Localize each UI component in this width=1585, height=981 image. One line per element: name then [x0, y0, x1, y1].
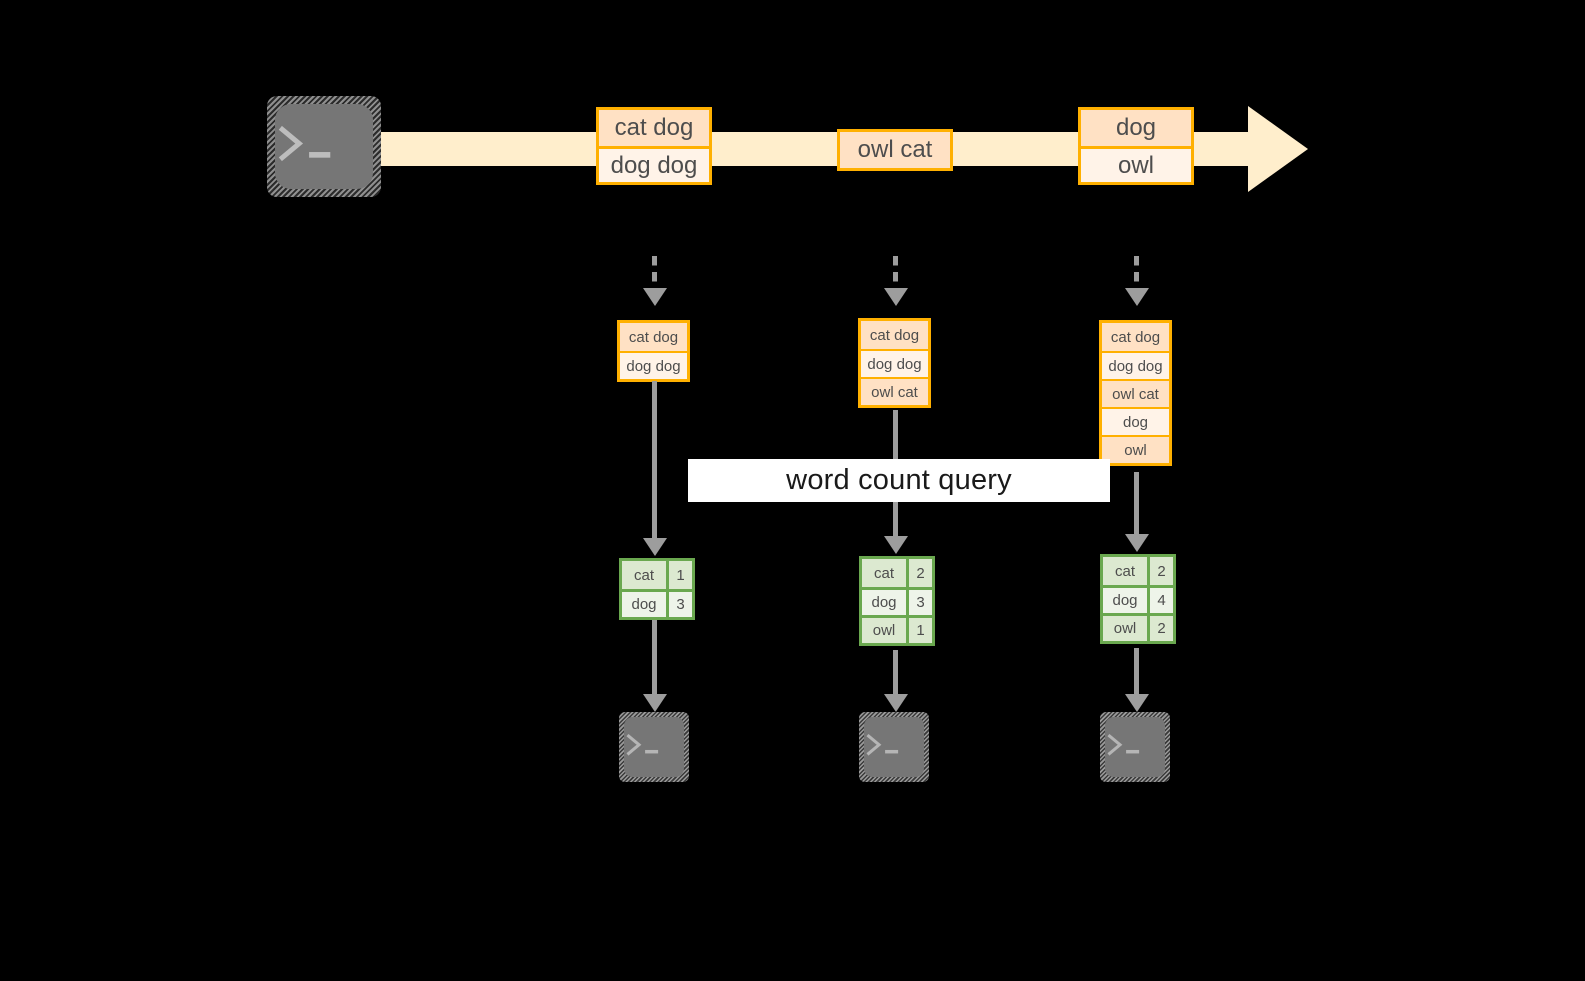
result-row: cat 2	[1103, 557, 1173, 585]
dashed-down-arrow-icon	[1134, 256, 1139, 290]
record-row: dog dog	[1102, 351, 1169, 379]
record-row: dog dog	[620, 351, 687, 379]
producer-terminal[interactable]	[267, 96, 381, 197]
result-count: 3	[666, 592, 692, 617]
query-label: word count query	[688, 459, 1110, 502]
consumer-terminal-3[interactable]	[1100, 712, 1170, 782]
result-row: cat 2	[862, 559, 932, 587]
result-word: dog	[622, 592, 666, 617]
stream-record: owl	[1081, 146, 1191, 182]
solid-connector-1	[652, 381, 657, 543]
result-word: dog	[862, 590, 906, 615]
snapshot-records-1[interactable]: cat dog dog dog	[617, 320, 690, 382]
result-row: dog 3	[862, 587, 932, 615]
result-count: 2	[1147, 557, 1173, 585]
snapshot-records-3[interactable]: cat dog dog dog owl cat dog owl	[1099, 320, 1172, 466]
record-row: owl cat	[861, 377, 928, 405]
stream-record: owl cat	[840, 132, 950, 168]
terminal-prompt-icon	[859, 712, 929, 782]
stream-record: dog dog	[599, 146, 709, 182]
record-row: cat dog	[620, 323, 687, 351]
result-table-3[interactable]: cat 2 dog 4 owl 2	[1100, 554, 1176, 644]
solid-arrow-head	[1125, 694, 1149, 712]
stream-record-group[interactable]: dog owl	[1078, 107, 1194, 185]
dashed-arrow-head	[1125, 288, 1149, 306]
stream-record: dog	[1081, 110, 1191, 146]
solid-connector-3	[1134, 472, 1139, 538]
result-word: owl	[862, 618, 906, 643]
result-count: 2	[906, 559, 932, 587]
result-count: 2	[1147, 616, 1173, 641]
result-word: cat	[1103, 557, 1147, 585]
solid-arrow-head	[643, 694, 667, 712]
solid-arrow-head	[643, 538, 667, 556]
solid-connector-out-2	[893, 650, 898, 698]
terminal-prompt-icon	[1100, 712, 1170, 782]
result-row: dog 3	[622, 589, 692, 617]
stream-record: cat dog	[599, 110, 709, 146]
dashed-arrow-head	[884, 288, 908, 306]
result-word: dog	[1103, 588, 1147, 613]
consumer-terminal-2[interactable]	[859, 712, 929, 782]
record-row: cat dog	[1102, 323, 1169, 351]
terminal-prompt-icon	[619, 712, 689, 782]
result-word: owl	[1103, 616, 1147, 641]
stream-arrow-head	[1248, 106, 1308, 192]
record-row: dog	[1102, 407, 1169, 435]
snapshot-records-2[interactable]: cat dog dog dog owl cat	[858, 318, 931, 408]
dashed-down-arrow-icon	[893, 256, 898, 290]
result-row: owl 2	[1103, 613, 1173, 641]
stream-record-group[interactable]: owl cat	[837, 129, 953, 171]
dashed-arrow-head	[643, 288, 667, 306]
record-row: dog dog	[861, 349, 928, 377]
solid-arrow-head	[1125, 534, 1149, 552]
solid-connector-out-1	[652, 620, 657, 698]
solid-connector-out-3	[1134, 648, 1139, 698]
result-count: 1	[666, 561, 692, 589]
stream-record-group[interactable]: cat dog dog dog	[596, 107, 712, 185]
terminal-body	[275, 104, 373, 189]
result-row: cat 1	[622, 561, 692, 589]
solid-arrow-head	[884, 694, 908, 712]
dashed-down-arrow-icon	[652, 256, 657, 290]
result-row: dog 4	[1103, 585, 1173, 613]
result-count: 1	[906, 618, 932, 643]
terminal-body	[864, 717, 924, 777]
record-row: cat dog	[861, 321, 928, 349]
terminal-body	[1105, 717, 1165, 777]
result-count: 3	[906, 590, 932, 615]
result-table-2[interactable]: cat 2 dog 3 owl 1	[859, 556, 935, 646]
result-row: owl 1	[862, 615, 932, 643]
result-word: cat	[862, 559, 906, 587]
record-row: owl cat	[1102, 379, 1169, 407]
terminal-body	[624, 717, 684, 777]
solid-arrow-head	[884, 536, 908, 554]
record-row: owl	[1102, 435, 1169, 463]
consumer-terminal-1[interactable]	[619, 712, 689, 782]
result-table-1[interactable]: cat 1 dog 3	[619, 558, 695, 620]
result-count: 4	[1147, 588, 1173, 613]
result-word: cat	[622, 561, 666, 589]
terminal-prompt-icon	[267, 96, 381, 197]
